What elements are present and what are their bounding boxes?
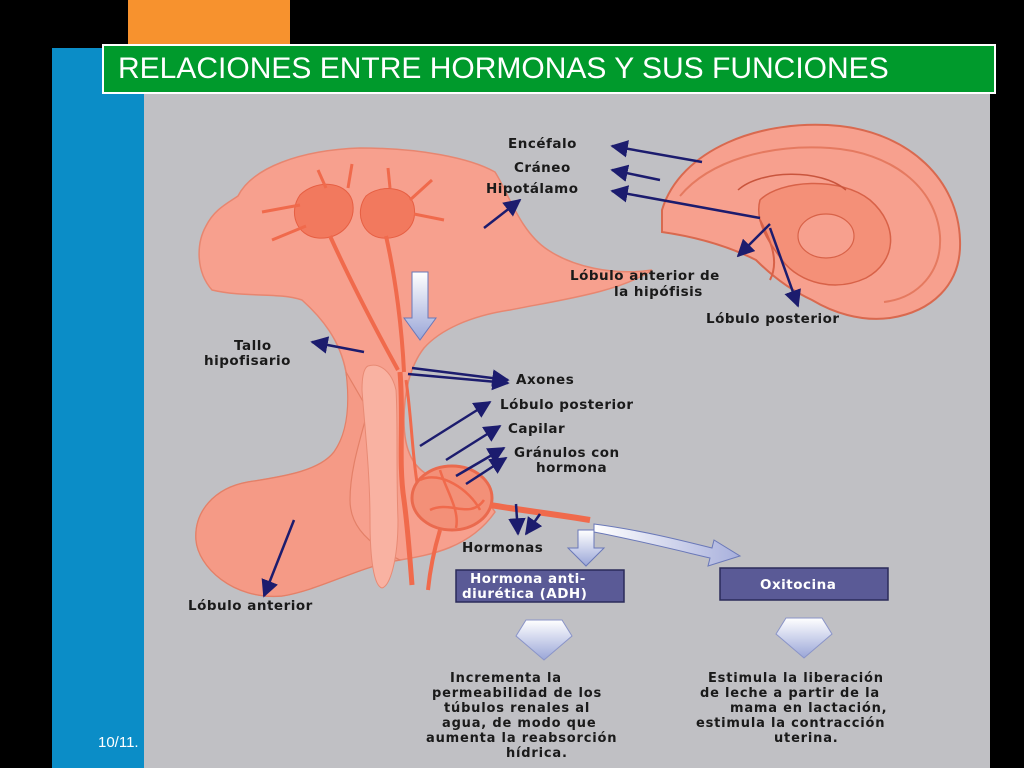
description-adh-line: agua, de modo que bbox=[442, 716, 596, 731]
label-axones: Axones bbox=[516, 372, 574, 388]
slide-title: RELACIONES ENTRE HORMONAS Y SUS FUNCIONE… bbox=[102, 44, 996, 94]
gem-arrow-oxitocina bbox=[775, 617, 833, 659]
down-flow-arrow bbox=[403, 271, 437, 341]
description-oxitocina-line: estimula la contracción bbox=[696, 716, 885, 731]
description-oxitocina-line: uterina. bbox=[774, 731, 839, 746]
description-adh-line: permeabilidad de los bbox=[432, 686, 602, 701]
box-adh-line-2: diurética (ADH) bbox=[462, 586, 587, 602]
hormone-flow-arrow-oxitocina bbox=[593, 523, 742, 567]
label-hipotalamo: Hipotálamo bbox=[486, 181, 579, 197]
label-tallo-2: hipofisario bbox=[204, 353, 291, 369]
description-adh-line: túbulos renales al bbox=[444, 701, 590, 716]
label-lobulo-anterior: Lóbulo anterior bbox=[188, 598, 313, 614]
brain-section bbox=[661, 123, 962, 320]
label-hormonas: Hormonas bbox=[462, 540, 543, 556]
box-adh-line-1: Hormona anti- bbox=[470, 571, 586, 587]
diagram-panel: Encéfalo Cráneo Hipotálamo Lóbulo anteri… bbox=[144, 94, 990, 768]
gem-arrow-adh bbox=[515, 619, 573, 661]
description-oxitocina-line: mama en lactación, bbox=[730, 701, 887, 716]
label-lobulo-anterior-hipofisis-2: la hipófisis bbox=[614, 284, 703, 300]
box-oxitocina: Oxitocina bbox=[719, 567, 889, 601]
posterior-lobe-vessels bbox=[397, 371, 591, 591]
label-capilar: Capilar bbox=[508, 421, 565, 437]
slide-date: 10/11. bbox=[98, 734, 139, 751]
pituitary-tissue bbox=[195, 147, 653, 597]
label-lobulo-anterior-hipofisis-1: Lóbulo anterior de bbox=[570, 268, 720, 284]
decorative-blue-block bbox=[52, 48, 144, 768]
box-oxitocina-label: Oxitocina bbox=[760, 577, 836, 593]
description-oxitocina-line: Estimula la liberación bbox=[708, 671, 884, 686]
label-granulos-1: Gránulos con bbox=[514, 445, 620, 461]
description-adh-line: aumenta la reabsorción bbox=[426, 731, 617, 746]
label-arrows bbox=[261, 140, 801, 598]
description-oxitocina: Estimula la liberación de leche a partir… bbox=[696, 671, 887, 746]
label-craneo: Cráneo bbox=[514, 160, 571, 176]
description-adh-line: hídrica. bbox=[506, 746, 568, 761]
description-adh-line: Incrementa la bbox=[450, 671, 562, 686]
label-granulos-2: hormona bbox=[536, 460, 607, 476]
description-adh: Incrementa la permeabilidad de los túbul… bbox=[426, 671, 617, 761]
label-lobulo-posterior: Lóbulo posterior bbox=[500, 397, 634, 413]
hypothalamus-pituitary-diagram: Encéfalo Cráneo Hipotálamo Lóbulo anteri… bbox=[188, 123, 962, 761]
description-oxitocina-line: de leche a partir de la bbox=[700, 686, 880, 701]
label-lobulo-posterior-brain: Lóbulo posterior bbox=[706, 311, 840, 327]
hormone-flow-arrow-adh bbox=[566, 529, 606, 567]
label-tallo-1: Tallo bbox=[234, 338, 272, 354]
box-adh: Hormona anti- diurética (ADH) bbox=[455, 569, 625, 603]
hypothalamic-neurons bbox=[261, 163, 445, 373]
label-encefalo: Encéfalo bbox=[508, 136, 577, 152]
